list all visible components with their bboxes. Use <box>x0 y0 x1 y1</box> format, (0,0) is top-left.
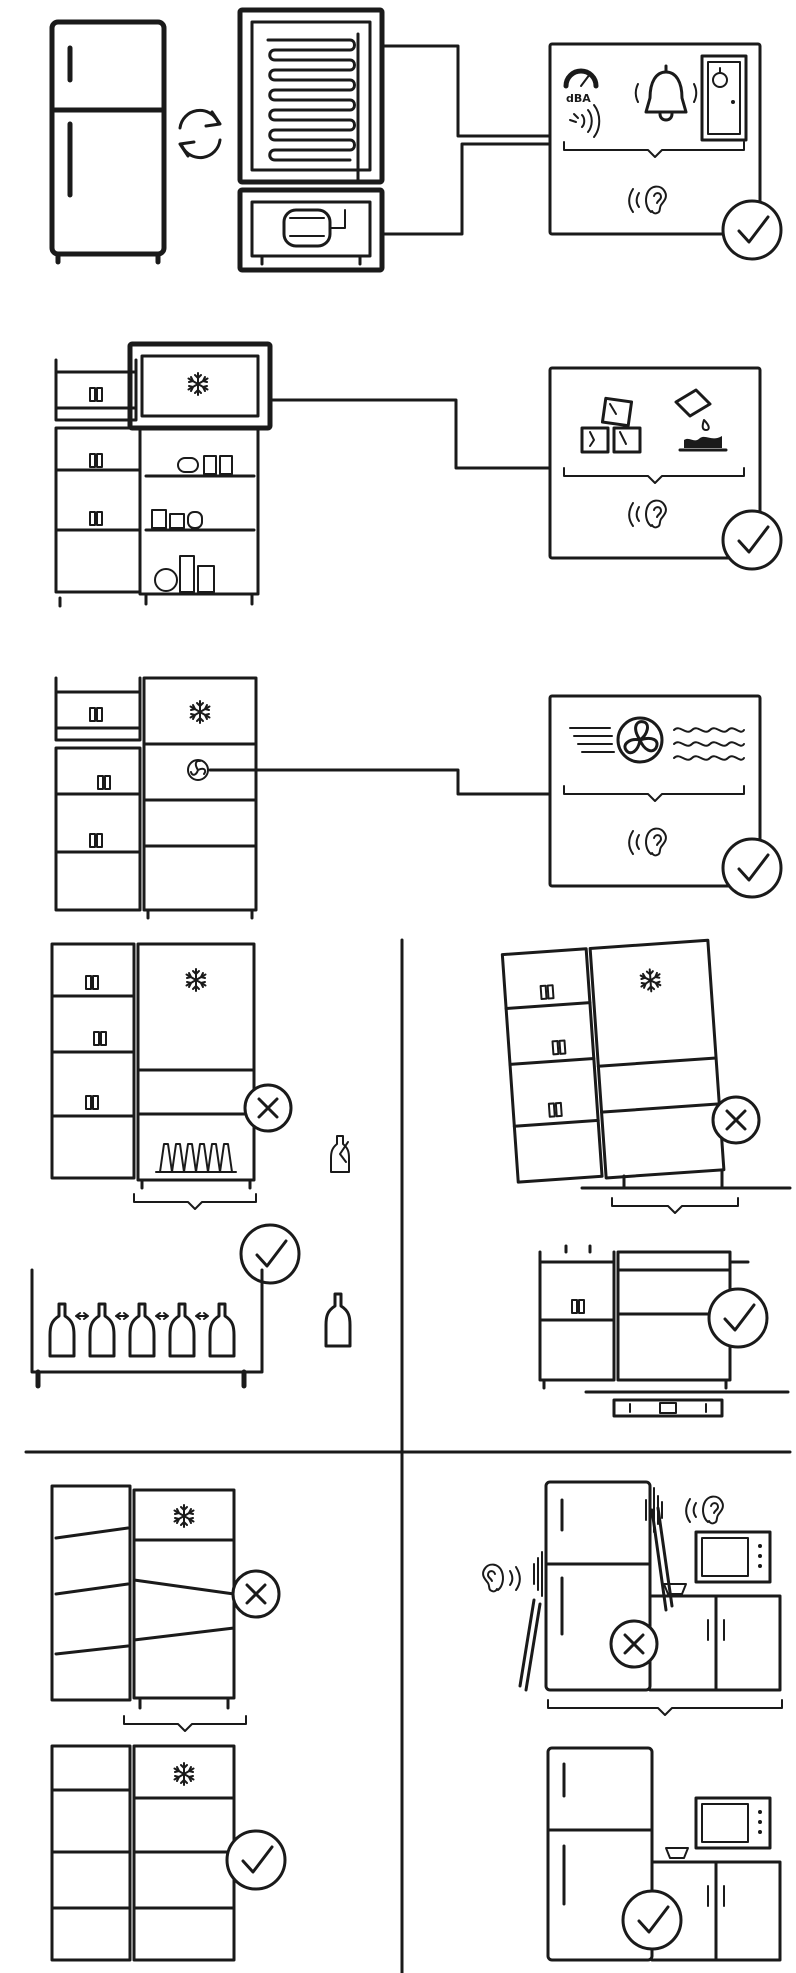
check-icon <box>721 199 783 261</box>
fridge-open-icon <box>50 942 256 1190</box>
check-icon <box>721 837 783 899</box>
panel-bottle-spacing <box>30 942 352 1389</box>
cross-icon <box>609 1619 659 1669</box>
cross-icon <box>243 1083 293 1133</box>
panel-leveling <box>500 938 792 1418</box>
ear-icon <box>628 185 667 215</box>
sound-wave-icon <box>533 1487 663 1597</box>
dba-meter-icon: dBA <box>563 68 601 138</box>
check-icon <box>707 1287 769 1349</box>
fridge-open-icon <box>54 676 258 920</box>
check-icon <box>721 509 783 571</box>
door-icon <box>700 54 748 142</box>
brace <box>563 141 745 158</box>
fridge-tilted-icon <box>500 938 726 1184</box>
snowflake-icon <box>187 372 209 396</box>
panel-ice-maker <box>54 341 783 608</box>
fridge-open-icon <box>54 358 260 608</box>
snowflake-icon <box>173 1504 195 1528</box>
bell-icon <box>634 64 698 122</box>
check-icon <box>239 1223 301 1285</box>
bottle-icon <box>324 1292 352 1348</box>
microwave-icon <box>694 1796 772 1850</box>
snowflake-icon <box>185 968 207 992</box>
airflow-icon <box>569 727 745 761</box>
kitchen-cabinet <box>648 1583 782 1692</box>
fridge-icon <box>49 19 167 265</box>
snowflake-icon <box>173 1762 195 1786</box>
fridge-open-icon <box>50 1744 236 1962</box>
kitchen-cabinet <box>650 1847 782 1962</box>
fan-icon <box>616 716 664 764</box>
fridge-icon <box>546 1746 654 1962</box>
level-tool-icon <box>612 1398 724 1418</box>
fridge-open-icon <box>50 1484 236 1710</box>
panel-noise-sources: dBA <box>49 7 783 273</box>
ear-icon <box>628 499 667 529</box>
snowflake-icon <box>639 967 662 994</box>
cross-icon <box>231 1569 281 1619</box>
info-box <box>548 366 762 560</box>
bottle-spacing-shelf <box>30 1268 264 1389</box>
brace <box>133 1193 257 1210</box>
info-box <box>548 42 762 236</box>
panel-shelf-alignment <box>50 1484 287 1962</box>
compressor-icon <box>237 7 385 273</box>
water-pour-icon <box>674 388 728 452</box>
brace <box>547 1699 783 1716</box>
snowflake-icon <box>189 700 211 724</box>
panel-fan <box>54 676 783 920</box>
ear-icon <box>628 827 667 857</box>
refresh-icon <box>178 108 222 160</box>
fan-icon <box>187 759 209 781</box>
microwave-icon <box>694 1530 772 1584</box>
freezer-highlight <box>127 341 273 431</box>
brace <box>563 785 745 802</box>
brace <box>123 1715 247 1732</box>
ear-icon <box>482 1563 521 1593</box>
ice-cubes-icon <box>580 396 642 454</box>
cross-icon <box>711 1095 761 1145</box>
info-box <box>548 694 762 888</box>
brace <box>563 467 745 484</box>
dba-label: dBA <box>566 92 591 105</box>
ear-icon <box>685 1495 724 1525</box>
check-icon <box>621 1889 683 1951</box>
panel-placement <box>482 1480 783 1962</box>
brace <box>611 1197 739 1214</box>
bottle-icon <box>155 1143 237 1173</box>
check-icon <box>225 1829 287 1891</box>
